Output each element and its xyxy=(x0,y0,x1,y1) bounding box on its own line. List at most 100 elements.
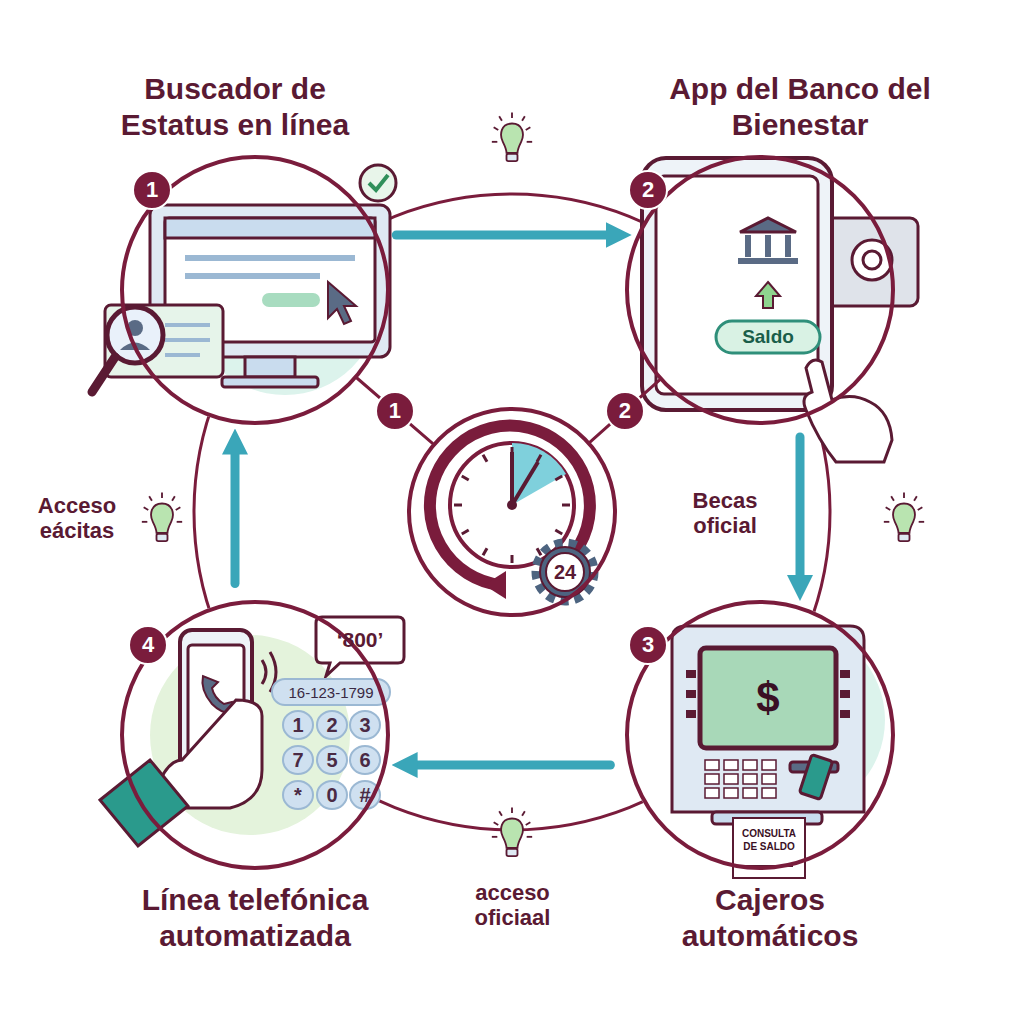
circle-grounds xyxy=(625,600,895,870)
monitor-illustration xyxy=(185,255,355,261)
clock-illustration xyxy=(483,548,487,555)
atm-illustration xyxy=(705,760,776,798)
atm-illustration xyxy=(686,710,696,718)
atm-illustration xyxy=(724,774,738,784)
clock-illustration xyxy=(510,452,514,505)
circle-grounds xyxy=(120,155,895,870)
lightbulb-icons xyxy=(492,808,532,857)
clock-illustration xyxy=(462,530,469,534)
circle-outline xyxy=(627,157,893,423)
atm-illustration xyxy=(672,626,864,812)
atm-illustration xyxy=(743,788,757,798)
monitor-illustration xyxy=(165,338,210,342)
callout-number: 1 xyxy=(132,170,172,210)
phone-call-illustration xyxy=(283,711,313,739)
phone-call-illustration xyxy=(160,700,262,808)
keypad-key: 1 xyxy=(292,714,303,737)
circle-grounds xyxy=(120,600,390,870)
circle-grounds xyxy=(640,170,840,370)
clock-illustration xyxy=(507,500,517,510)
atm-illustration xyxy=(724,788,738,798)
clock-illustration xyxy=(512,443,566,505)
phone-call-illustration xyxy=(262,660,266,684)
atm-illustration xyxy=(705,788,719,798)
phone-call-illustration xyxy=(202,676,236,713)
clock-illustration xyxy=(462,476,469,480)
clock-illustration xyxy=(511,555,514,563)
circle-outline xyxy=(122,157,388,423)
circle-outline xyxy=(409,409,615,615)
callout-number: 2 xyxy=(605,391,645,431)
step-title: Cajeros automáticos xyxy=(635,882,905,954)
receipt-text: CONSULTA DE SALDO xyxy=(737,828,801,853)
phone-app-illustration xyxy=(745,235,751,257)
step-title: Buscador de Estatus en línea xyxy=(95,71,375,143)
monitor-illustration xyxy=(107,307,163,363)
atm-illustration xyxy=(762,774,776,784)
phone-app-illustration xyxy=(656,176,818,394)
phone-app-illustration xyxy=(863,251,881,269)
clock-illustration xyxy=(555,476,562,480)
atm-illustration xyxy=(700,648,836,748)
edge-label: acceso oficiaal xyxy=(450,878,576,933)
phone-app-illustration xyxy=(756,282,780,308)
monitor-illustration xyxy=(165,353,200,357)
phone-app-illustration xyxy=(642,158,832,410)
circle-grounds xyxy=(120,155,390,425)
edge-label: Acceso eácitas xyxy=(14,490,140,545)
clock-illustration xyxy=(562,504,570,507)
monitor-illustration xyxy=(360,165,396,201)
keypad-key: 7 xyxy=(292,749,303,772)
monitor-illustration xyxy=(245,357,295,377)
phone-call-illustration xyxy=(180,630,252,775)
atm-illustration xyxy=(724,760,738,770)
atm-illustration xyxy=(840,690,850,698)
circle-grounds xyxy=(695,625,885,815)
clock-illustration xyxy=(454,504,462,507)
circle-outline xyxy=(627,602,893,868)
circle-grounds xyxy=(407,407,617,617)
clock-illustration xyxy=(430,426,594,601)
clock-illustration xyxy=(537,548,541,555)
atm-illustration xyxy=(712,812,822,824)
button-text: Saldo xyxy=(742,326,794,348)
atm-illustration xyxy=(762,788,776,798)
phone-app-illustration xyxy=(828,240,832,285)
atm-illustration xyxy=(686,670,696,678)
phone-app-illustration xyxy=(716,321,820,353)
phone-call-illustration xyxy=(350,746,380,774)
clock-illustration xyxy=(430,426,590,585)
clock-illustration xyxy=(454,447,570,563)
link-line xyxy=(590,380,659,442)
clock-illustration xyxy=(511,447,514,455)
keypad-key: 6 xyxy=(359,749,370,772)
lightbulb-icons xyxy=(884,493,924,542)
phone-call-illustration xyxy=(283,711,380,809)
phone-call-illustration xyxy=(283,746,313,774)
clock-illustration xyxy=(546,553,584,591)
atm-illustration xyxy=(840,670,850,678)
flow-arrow xyxy=(796,437,805,588)
gear-number: 24 xyxy=(554,561,576,584)
circle-grounds xyxy=(190,205,380,395)
monitor-illustration xyxy=(92,357,115,392)
atm-illustration xyxy=(790,762,838,772)
lightbulb-icons xyxy=(142,493,182,542)
callout-number: 3 xyxy=(628,625,668,665)
circle-grounds xyxy=(150,635,350,835)
monitor-illustration xyxy=(369,175,388,190)
keypad-key: # xyxy=(359,784,370,807)
lightbulb-icons xyxy=(492,113,532,162)
atm-illustration xyxy=(672,626,864,878)
atm-illustration xyxy=(705,774,719,784)
flow-arrow xyxy=(396,231,618,240)
phone-call-illustration xyxy=(350,711,380,739)
speech-bubble-text: ‘800’ xyxy=(337,628,384,652)
keypad-key: 3 xyxy=(359,714,370,737)
lightbulb-icons xyxy=(142,113,924,857)
phone-app-illustration xyxy=(820,218,918,306)
atm-illustration xyxy=(762,760,776,770)
monitor-illustration xyxy=(165,218,375,342)
